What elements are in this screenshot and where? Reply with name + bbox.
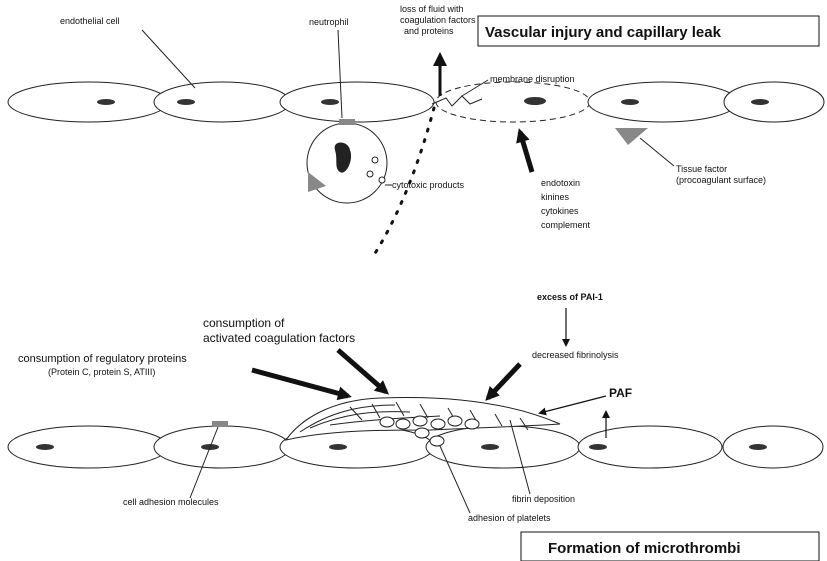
- label-mediator: cytokines: [541, 206, 579, 216]
- label-membrane-disruption: membrane disruption: [490, 74, 575, 84]
- platelet: [465, 419, 479, 429]
- label-endothelial-cell: endothelial cell: [60, 16, 120, 26]
- label-decreased-fibrinolysis: decreased fibrinolysis: [532, 350, 619, 360]
- label-loss-of-fluid-1: loss of fluid with: [400, 4, 464, 14]
- cell-nucleus: [177, 99, 195, 105]
- label-cell-adhesion: cell adhesion molecules: [123, 497, 219, 507]
- label-paf: PAF: [609, 386, 632, 400]
- label-cytotoxic-products: cytotoxic products: [392, 180, 465, 190]
- paf-arrow: [540, 396, 606, 413]
- bottom-title: Formation of microthrombi: [548, 540, 741, 557]
- label-neutrophil: neutrophil: [309, 17, 349, 27]
- platelet: [430, 436, 444, 446]
- cell-nucleus: [621, 99, 639, 105]
- cell-nucleus: [97, 99, 115, 105]
- cell-nucleus: [751, 99, 769, 105]
- label-consumption-activated-2: activated coagulation factors: [203, 331, 355, 345]
- label-mediator: complement: [541, 220, 591, 230]
- cell-nucleus: [321, 99, 339, 105]
- endothelial-cell: [426, 426, 580, 468]
- granule: [372, 157, 378, 163]
- platelet: [380, 417, 394, 427]
- top-panel: Vascular injury and capillary leak endot…: [8, 4, 824, 258]
- label-loss-of-fluid-3: and proteins: [404, 26, 454, 36]
- cell-nucleus: [749, 444, 767, 450]
- label-tissue-factor-2: (procoagulant surface): [676, 175, 766, 185]
- label-mediator: endotoxin: [541, 178, 580, 188]
- leader-endothelial-cell: [142, 30, 195, 88]
- label-regulatory-list: (Protein C, protein S, ATIII): [48, 367, 155, 377]
- platelet: [396, 419, 410, 429]
- endothelial-cell: [588, 82, 738, 122]
- tissue-factor-receptor: [615, 128, 648, 145]
- label-adhesion-platelets: adhesion of platelets: [468, 513, 551, 523]
- label-consumption-regulatory: consumption of regulatory proteins: [18, 353, 187, 365]
- bottom-panel: Formation of microthrombi excess of PAI-…: [8, 292, 823, 561]
- endothelial-cell: [280, 82, 434, 122]
- mediators-arrow: [520, 132, 532, 172]
- cell-nucleus: [329, 444, 347, 450]
- label-mediator: kinines: [541, 192, 570, 202]
- endothelial-cell: [723, 426, 823, 468]
- label-excess-pai: excess of PAI-1: [537, 292, 603, 302]
- top-title: Vascular injury and capillary leak: [485, 24, 722, 41]
- label-tissue-factor-1: Tissue factor: [676, 164, 727, 174]
- platelet: [431, 419, 445, 429]
- adhesion-molecule: [339, 119, 355, 125]
- endothelial-cell: [8, 426, 168, 468]
- label-loss-of-fluid-2: coagulation factors: [400, 15, 476, 25]
- cell-nucleus: [481, 444, 499, 450]
- platelet: [413, 416, 427, 426]
- label-consumption-activated-1: consumption of: [203, 316, 285, 330]
- fibrinolysis-arrow: [488, 364, 520, 398]
- endothelial-cell: [154, 82, 290, 122]
- granule: [367, 171, 373, 177]
- cell-adhesion-molecule: [212, 421, 228, 427]
- consumption-regulatory-arrow: [252, 370, 348, 396]
- cell-nucleus: [589, 444, 607, 450]
- platelet: [448, 416, 462, 426]
- endothelial-cell: [154, 426, 290, 468]
- endothelial-cell: [724, 82, 824, 122]
- disrupted-endothelial-cell: [436, 82, 590, 122]
- platelet: [415, 428, 429, 438]
- label-fibrin-deposition: fibrin deposition: [512, 494, 575, 504]
- endothelial-cell: [8, 82, 168, 122]
- cell-nucleus: [524, 97, 546, 105]
- consumption-activated-arrow: [338, 350, 386, 392]
- cell-nucleus: [36, 444, 54, 450]
- leader-tissue-factor: [640, 138, 674, 166]
- granule: [379, 177, 385, 183]
